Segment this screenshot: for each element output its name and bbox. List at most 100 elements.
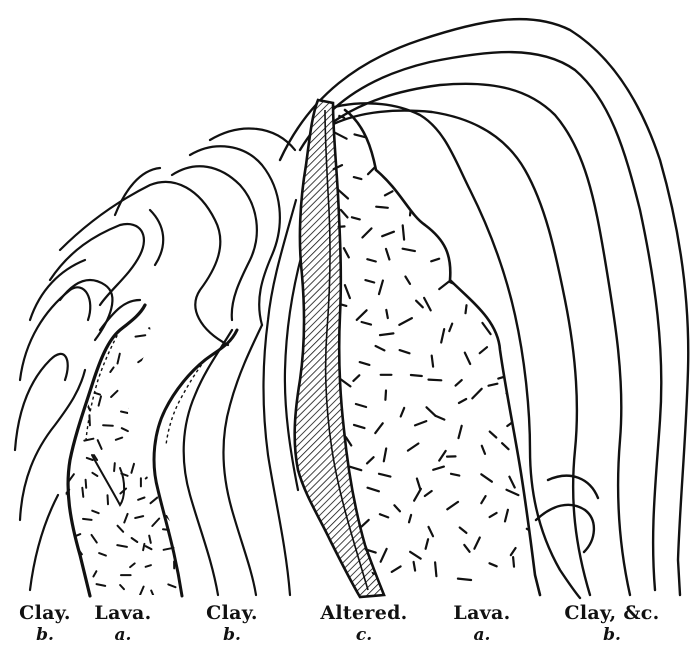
lava-texture-dash [399,318,412,325]
lava-texture-dash [426,539,429,549]
lava-texture-dash [103,425,113,426]
lava-texture-dash [108,495,109,504]
geological-cross-section [0,0,698,600]
lava-texture-dash [120,585,124,589]
lava-texture-dash [138,498,144,500]
lava-texture-dash [92,511,99,514]
lava-texture-dash [449,324,452,332]
lava-texture-dash [456,380,462,386]
lava-texture-dash [482,446,485,454]
lava-texture-dash [362,228,371,237]
lava-texture-dash [352,217,360,219]
lava-texture-dash [350,467,361,470]
lava-texture-dash [472,389,481,399]
lava-texture-dash [502,303,504,312]
lava-texture-dash [452,232,456,239]
lava-texture-dash [360,362,370,365]
lava-texture-dash [490,432,497,438]
lava-texture-dash [62,324,68,326]
lava-texture-dash [132,393,137,398]
lava-texture-dash [165,391,170,396]
lava-texture-dash [354,177,362,179]
lava-texture-dash [417,479,420,490]
lava-texture-dash [459,399,466,403]
caption-name: Clay, &c. [557,604,667,623]
lava-texture-dash [464,545,469,552]
lava-texture-dash [379,474,390,477]
lava-texture-dash [367,457,374,463]
caption-name: Lava. [427,604,537,623]
lava-texture-dash [382,232,394,237]
lava-texture-dash [92,473,97,476]
lava-texture-dash [511,548,516,555]
lava-texture-dash [466,305,467,313]
lava-texture-dash [505,510,508,522]
lava-texture-dash [424,298,431,311]
lava-texture-dash [416,301,423,308]
caption-letter: a. [427,627,537,644]
lava-texture-dash [435,562,436,576]
lava-texture-dash [335,133,346,139]
lava-texture-dash [140,587,144,595]
lava-texture-dash [401,408,405,417]
lava-texture-dash [135,295,142,296]
lava-texture-dash [385,191,393,195]
lava-texture-dash [386,150,391,159]
lava-texture-dash [509,477,514,488]
lava-texture-dash [410,133,419,141]
lava-texture-dash [124,514,127,523]
caption-letter: a. [68,627,178,644]
lava-texture-dash [489,384,498,386]
lava-texture-dash [439,282,449,290]
lava-texture-dash [87,405,90,410]
lava-texture-dash [171,374,177,380]
lava-texture-dash [118,526,124,532]
lava-texture-dash [149,536,151,543]
lava-texture-dash [485,175,488,183]
lava-texture-dash [435,416,444,420]
lava-texture-dash [62,348,68,353]
lava-texture-dash [482,165,485,175]
lava-texture-dash [386,310,388,318]
lava-texture-dash [427,407,436,416]
lava-texture-dash [159,366,165,374]
lava-texture-dash [490,281,495,290]
caption-row: Clay. b. Lava. a. Clay. b. Altered. c. L… [0,604,698,661]
lava-texture-dash [507,319,514,330]
lava-texture-dash [95,297,99,304]
lava-texture-dash [431,259,439,262]
lava-texture-dash [513,557,514,567]
lava-texture-dash [146,546,152,549]
lava-texture-dash [143,544,144,550]
lava-texture-dash [472,113,481,114]
lava-texture-dash [99,553,106,556]
lava-texture-dash [451,474,459,476]
lava-texture-dash [415,421,426,425]
lava-texture-dash [87,458,93,460]
lava-texture-dash [81,320,91,322]
lava-texture-dash [138,357,146,362]
caption-name: Clay. [177,604,287,623]
lava-texture-dash [170,316,174,320]
lava-texture-dash [535,544,544,550]
lava-texture-dash [414,489,421,501]
lava-texture-dash [345,285,350,298]
lava-texture-dash [405,277,410,284]
lava-texture-dash [518,324,527,328]
lava-texture-dash [361,520,368,527]
lava-texture-dash [481,474,492,481]
lava-texture-dash [84,354,92,358]
lava-texture-dash [118,354,120,364]
lava-texture-dash [114,293,117,299]
lava-texture-dash [135,516,143,518]
lava-texture-dash [441,329,444,342]
lava-texture-dash [411,375,422,376]
caption-letter: c. [309,627,419,644]
lava-texture-dash [175,469,176,476]
caption-clay-right: Clay, &c. b. [557,604,667,644]
lava-texture-dash [93,571,96,576]
lava-texture-dash [507,251,511,259]
lava-texture-dash [146,472,154,478]
lava-dyke-left [54,291,237,599]
lava-texture-dash [58,591,63,597]
